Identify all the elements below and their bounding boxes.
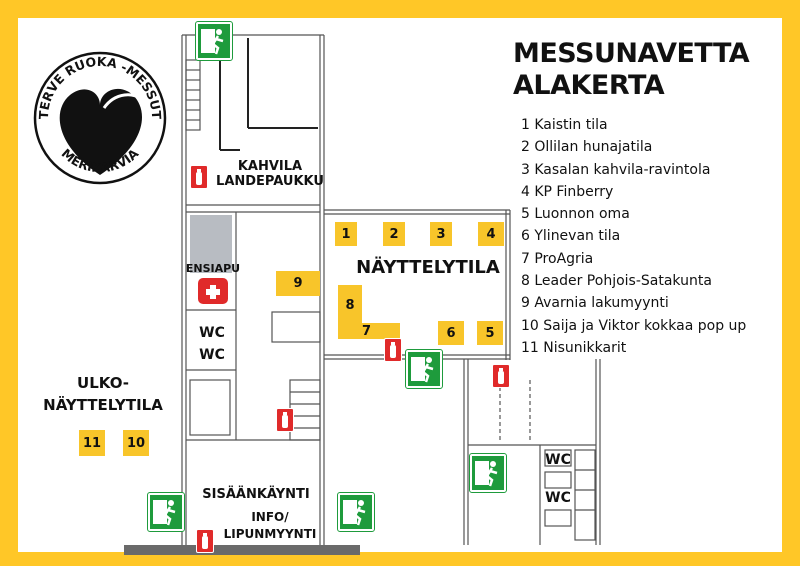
emergency-exit-icon	[147, 492, 185, 532]
title-line-1: MESSUNAVETTA	[513, 38, 750, 69]
legend-item: 1 Kaistin tila	[521, 117, 608, 133]
legend-item: 2 Ollilan hunajatila	[521, 139, 653, 156]
fire-extinguisher-icon	[196, 529, 214, 553]
kahvila-label-line-2: LANDEPAUKKU	[216, 173, 324, 189]
legend-item: 5 Luonnon oma	[521, 206, 630, 223]
booth-9: 9	[276, 271, 320, 296]
booth-7: 7	[338, 323, 400, 339]
nayttelytila-label: NÄYTTELYTILA	[356, 257, 500, 278]
emergency-exit-icon	[469, 453, 507, 493]
heart-with-bird-logo	[33, 51, 167, 185]
booth-4: 4	[478, 222, 504, 246]
booth-3: 3	[430, 222, 452, 246]
logo-text-top: TERVE RUOKA -MESSUT	[36, 54, 164, 120]
emergency-exit-icon	[337, 492, 375, 532]
emergency-exit-icon	[405, 349, 443, 389]
map-title: MESSUNAVETTA ALAKERTA	[513, 38, 750, 102]
legend-item: 6 Ylinevan tila	[521, 228, 621, 245]
info-label-line-1: INFO/	[251, 510, 289, 524]
wc-label-left: WC WC	[192, 322, 232, 366]
legend-item: 3 Kasalan kahvila-ravintola	[521, 161, 711, 178]
info-label: INFO/ LIPUNMYYNTI	[214, 509, 326, 543]
fire-extinguisher-icon	[384, 338, 402, 362]
ensiapu-label: ENSIAPU	[185, 262, 241, 275]
booth-11: 11	[79, 430, 105, 456]
emergency-exit-icon	[195, 21, 233, 61]
fire-extinguisher-icon	[190, 165, 208, 189]
legend-item: 9 Avarnia lakumyynti	[521, 295, 669, 312]
legend-item: 11 Nisunikkarit	[521, 339, 627, 356]
wc-label-right-bottom: WC	[545, 490, 571, 506]
wc-label: WC	[199, 325, 225, 341]
booth-8: 8	[338, 285, 362, 325]
booth-6: 6	[438, 321, 464, 345]
fire-extinguisher-icon	[276, 408, 294, 432]
logo-text-bottom: MERIKARVIA	[59, 145, 142, 175]
booth-5: 5	[477, 321, 503, 345]
wc-label-right-top: WC	[545, 452, 571, 468]
fire-extinguisher-icon	[492, 364, 510, 388]
legend-item: 4 KP Finberry	[521, 183, 614, 200]
legend-item: 10 Saija ja Viktor kokkaa pop up	[521, 317, 747, 334]
booth-1: 1	[335, 222, 357, 246]
sisaankaynti-label: SISÄÄNKÄYNTI	[202, 487, 310, 502]
title-line-2: ALAKERTA	[513, 70, 665, 101]
booth-10: 10	[123, 430, 149, 456]
legend-item: 7 ProAgria	[521, 250, 594, 267]
svg-text:MERIKARVIA: MERIKARVIA	[59, 145, 142, 175]
booth-legend: 1 Kaistin tila 2 Ollilan hunajatila 3 Ka…	[521, 114, 746, 359]
ulko-label-line-1: ULKO-	[77, 374, 129, 392]
ulko-label-line-2: NÄYTTELYTILA	[43, 396, 163, 414]
first-aid-kit-icon	[198, 274, 228, 304]
wc-label: WC	[199, 347, 225, 363]
legend-item: 8 Leader Pohjois-Satakunta	[521, 273, 712, 290]
ulkonayttelytila-label: ULKO- NÄYTTELYTILA	[28, 372, 178, 416]
svg-text:TERVE RUOKA -MESSUT: TERVE RUOKA -MESSUT	[36, 54, 164, 120]
kahvila-label: KAHVILA LANDEPAUKKU	[200, 159, 340, 190]
kahvila-label-line-1: KAHVILA	[237, 159, 303, 174]
booth-2: 2	[383, 222, 405, 246]
info-label-line-2: LIPUNMYYNTI	[223, 527, 317, 541]
